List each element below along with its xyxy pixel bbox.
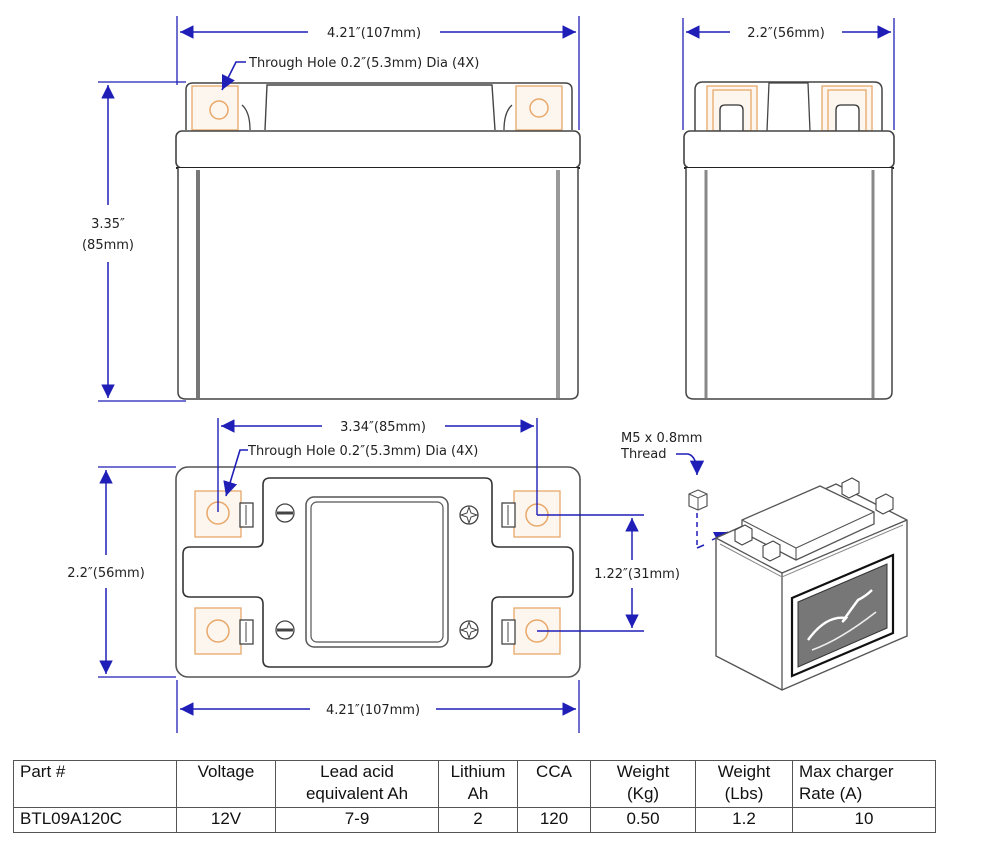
top-width-dim-label: 4.21″(107mm): [326, 703, 420, 718]
header-cca: CCA: [517, 760, 591, 808]
top-view: 3.34″(85mm) Through Hole 0.2″(5.3mm) Dia…: [67, 418, 680, 733]
top-terminal-spacing-dim-label: 1.22″(31mm): [594, 567, 680, 582]
cell-max-charger-rate: 10: [792, 807, 936, 833]
top-depth-dim-label: 2.2″(56mm): [67, 566, 145, 581]
iso-terminal: [734, 524, 753, 546]
front-hole-callout: Through Hole 0.2″(5.3mm) Dia (4X): [248, 56, 479, 71]
header-voltage: Voltage: [176, 760, 276, 808]
side-width-dim-label: 2.2″(56mm): [747, 26, 825, 41]
side-terminal-right: [821, 85, 873, 132]
top-hole-spacing-dim-label: 3.34″(85mm): [340, 420, 426, 435]
nut-icon: [688, 489, 708, 511]
cell-part-number: BTL09A120C: [13, 807, 177, 833]
side-view: 2.2″(56mm): [682, 18, 895, 400]
side-terminal-left: [706, 85, 758, 132]
phillips-screw-icon: [459, 505, 479, 525]
cell-cca: 120: [517, 807, 591, 833]
cell-lead-acid-ah: 7-9: [275, 807, 439, 833]
table-row: BTL09A120C 12V 7-9 2 120 0.50 1.2 10: [13, 807, 936, 833]
iso-terminal: [762, 540, 781, 562]
top-terminal: [194, 607, 254, 655]
cell-weight-lbs: 1.2: [695, 807, 793, 833]
header-weight-kg: Weight(Kg): [590, 760, 696, 808]
isometric-view: M5 x 0.8mm Thread: [620, 431, 908, 691]
front-height-dim-label-1: 3.35″: [91, 217, 125, 232]
front-terminal-left: [191, 85, 251, 131]
front-height-dim-label-2: (85mm): [82, 238, 134, 253]
front-view: 4.21″(107mm) Through Hole 0.2″(5.3mm) Di…: [82, 16, 581, 402]
header-part-number: Part #: [13, 760, 177, 808]
front-body: [177, 168, 579, 400]
iso-terminal: [841, 477, 860, 499]
iso-terminal: [875, 493, 894, 515]
front-center-boss: [264, 84, 496, 131]
screw-icon: [275, 620, 295, 640]
battery-dimension-drawing: 4.21″(107mm) Through Hole 0.2″(5.3mm) Di…: [67, 16, 908, 733]
front-terminal-right: [503, 85, 563, 131]
front-width-dim-label: 4.21″(107mm): [327, 26, 421, 41]
cell-lithium-ah: 2: [438, 807, 518, 833]
header-weight-lbs: Weight(Lbs): [695, 760, 793, 808]
cell-voltage: 12V: [176, 807, 276, 833]
phillips-screw-icon: [459, 620, 479, 640]
thread-callout-line-1: M5 x 0.8mm: [621, 431, 702, 446]
front-lid: [175, 130, 581, 169]
top-hole-callout: Through Hole 0.2″(5.3mm) Dia (4X): [247, 444, 478, 459]
thread-callout-line-2: Thread: [620, 447, 666, 462]
cell-weight-kg: 0.50: [590, 807, 696, 833]
screw-icon: [275, 503, 295, 523]
